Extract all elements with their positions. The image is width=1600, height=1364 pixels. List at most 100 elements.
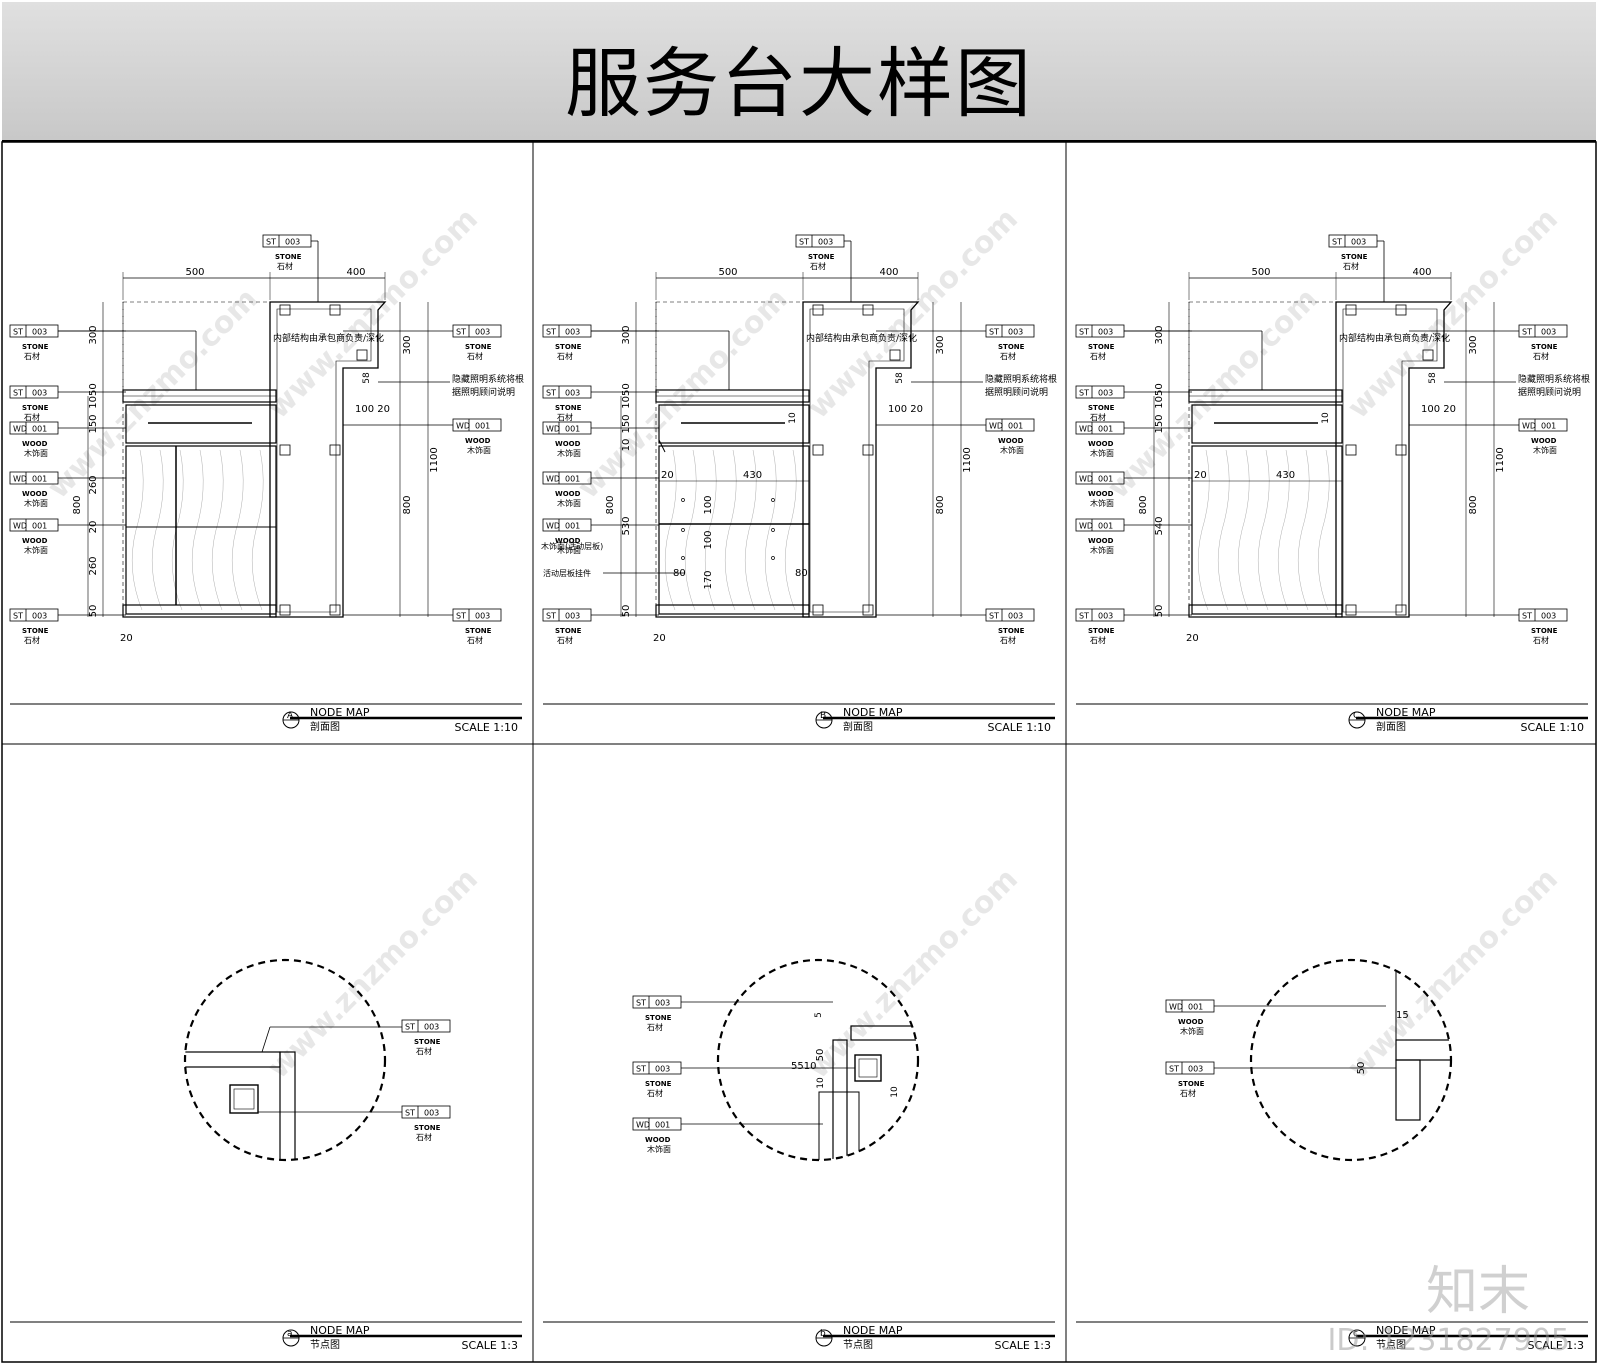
tag-number: 003	[1098, 328, 1113, 337]
tag-number: 003	[1188, 1065, 1203, 1074]
shelf-peg	[681, 556, 685, 560]
title-id: a	[287, 1329, 293, 1339]
steel-tube	[862, 444, 874, 456]
note-lighting: 隐藏照明系统将根	[1518, 373, 1590, 385]
tag-number: 003	[1351, 238, 1366, 247]
dim-text: 5510	[791, 1061, 816, 1072]
tag-number: 003	[565, 612, 580, 621]
tag-number: 003	[32, 612, 47, 621]
cabinet-body	[658, 445, 810, 615]
steel-tube	[812, 304, 824, 316]
tag-cn: 石材	[24, 412, 40, 422]
tag-cn: 石材	[467, 635, 483, 645]
tag-code: ST	[546, 328, 556, 337]
watermark-diagonal: www.znzmo.com	[261, 862, 485, 1086]
wood-grain	[1237, 449, 1250, 611]
wood-grain	[131, 449, 144, 611]
dim-text: 50	[621, 605, 632, 618]
tag-en: STONE	[1531, 627, 1558, 635]
steel-tube	[279, 444, 291, 456]
dim-text: 10	[816, 1077, 826, 1089]
dim-text: 170	[703, 570, 714, 589]
wood-grain	[1297, 449, 1310, 611]
tag-box	[632, 995, 682, 1009]
tag-code: ST	[456, 612, 466, 621]
tag-en: WOOD	[1088, 537, 1114, 545]
note-lighting: 隐藏照明系统将根	[452, 373, 524, 385]
tag-code: WD	[13, 475, 27, 484]
watermark-diagonal: www.znzmo.com	[801, 202, 1025, 426]
dim-text: 300	[621, 325, 632, 344]
title-subtitle: 剖面图	[1376, 720, 1406, 733]
tag-cn: 木饰面	[557, 498, 581, 508]
title-scale: SCALE 1:10	[455, 721, 518, 734]
wood-grain	[191, 449, 204, 611]
tag-box	[401, 1019, 451, 1033]
tag-box	[262, 234, 312, 248]
tag-box	[985, 418, 1035, 432]
dim-text: 20	[661, 470, 674, 481]
shelf-peg	[771, 556, 775, 560]
tag-box	[9, 324, 59, 338]
tag-en: WOOD	[555, 440, 581, 448]
wood-grain	[764, 449, 777, 611]
tag-cn: 石材	[416, 1132, 432, 1142]
wood-grain	[251, 449, 264, 611]
tag-en: WOOD	[998, 437, 1024, 445]
tag-code: ST	[405, 1109, 415, 1118]
detail-circle	[1249, 958, 1453, 1162]
drawer	[125, 404, 277, 444]
tag-number: 003	[655, 1065, 670, 1074]
wood-grain	[684, 449, 697, 611]
tag-cn: 木饰面	[467, 445, 491, 455]
stone-slab	[850, 1025, 918, 1041]
tag-en: STONE	[275, 253, 302, 261]
steel-tube	[356, 349, 368, 361]
plinth	[655, 604, 810, 618]
dim-text: 150	[88, 414, 99, 433]
sheet-border	[1, 141, 1597, 1363]
tag-box	[9, 471, 59, 485]
sheet-title: 服务台大样图	[565, 39, 1033, 128]
tag-box	[1518, 324, 1568, 338]
dim-text: 100 20	[355, 404, 390, 415]
counter-column	[269, 301, 387, 618]
dim-text: 10	[890, 1086, 900, 1098]
shelf-peg	[771, 498, 775, 502]
dim-text: 300	[88, 325, 99, 344]
note-lighting: 据照明顾问说明	[452, 386, 515, 398]
cabinet-body	[1191, 445, 1343, 615]
drawer	[658, 404, 810, 444]
watermark-diagonal: www.znzmo.com	[1341, 202, 1565, 426]
wood-grain	[171, 449, 184, 611]
tag-number: 001	[1541, 422, 1556, 431]
wood-grain	[724, 449, 737, 611]
title-circle	[815, 1329, 833, 1347]
tag-box	[795, 234, 845, 248]
tag-cn: 石材	[1000, 351, 1016, 361]
title-circle	[282, 1329, 300, 1347]
tag-en: WOOD	[1088, 440, 1114, 448]
tag-code: ST	[1522, 328, 1532, 337]
stone-slab	[185, 1051, 281, 1068]
tag-code: ST	[13, 612, 23, 621]
dim-text: 1050	[88, 383, 99, 408]
